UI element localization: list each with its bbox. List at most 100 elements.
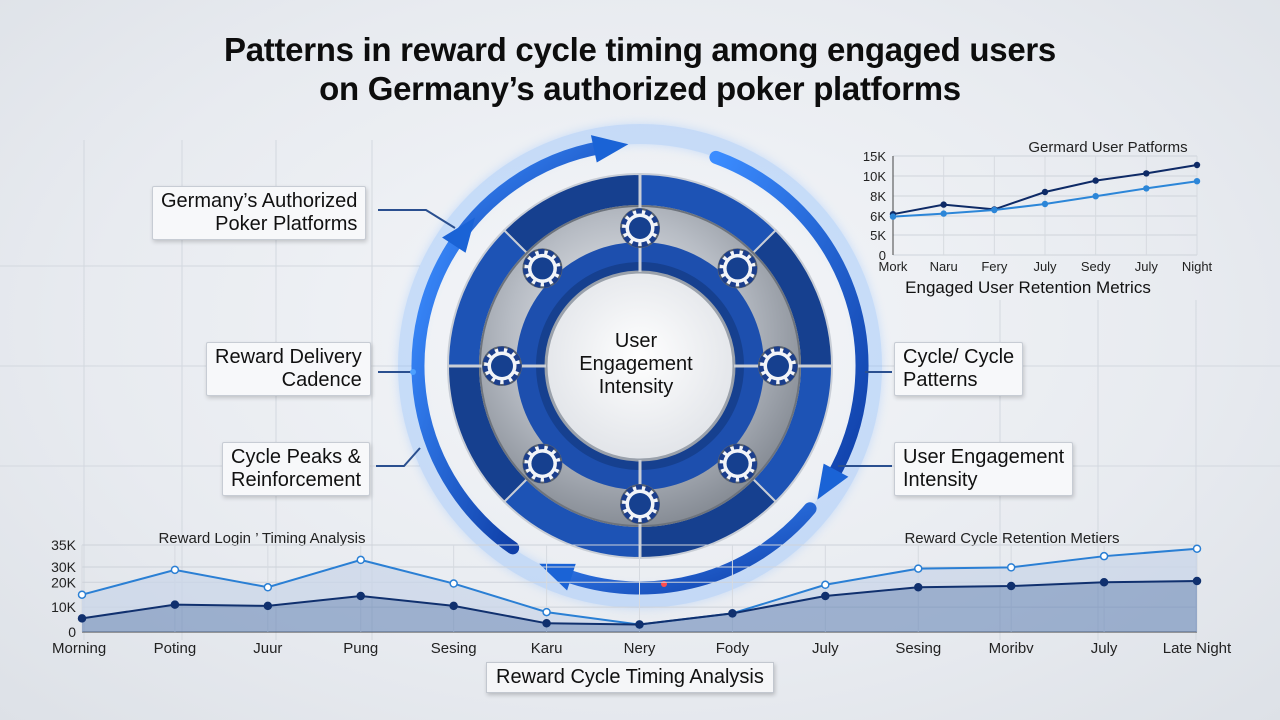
page-title-line-1: Patterns in reward cycle timing among en… xyxy=(224,31,1056,68)
bottom-chart-x-tick: Karu xyxy=(531,640,563,657)
bottom-chart-x-tick: July xyxy=(1091,640,1118,657)
bottom-chart-point xyxy=(170,565,180,575)
bottom-chart-point xyxy=(914,583,923,592)
top-chart-x-tick: Fery xyxy=(981,259,1008,274)
poker-chip-icon xyxy=(620,208,660,248)
bottom-chart-x-tick: Juur xyxy=(253,640,282,657)
bottom-chart-point xyxy=(356,591,365,601)
label-reward-delivery-cadence: Reward Delivery Cadence xyxy=(206,342,371,396)
bottom-chart-point xyxy=(356,555,365,565)
bottom-chart-y-tick: 30K xyxy=(51,559,77,575)
top-chart-point xyxy=(940,201,947,208)
cycle-arrow-head-1 xyxy=(817,463,849,500)
poker-chip-icon xyxy=(758,346,798,386)
top-chart-xlabel: Engaged User Retention Metrics xyxy=(905,278,1151,297)
bottom-chart-x-tick: July xyxy=(812,640,839,657)
bottom-chart-point xyxy=(914,564,923,573)
top-chart-point xyxy=(1143,185,1150,192)
top-chart-x-tick: July xyxy=(1033,259,1057,274)
label-cycle-peaks-line-1: Cycle Peaks & xyxy=(231,446,362,468)
bottom-chart-lower-area xyxy=(82,581,1197,632)
connector-lines xyxy=(376,209,892,467)
bottom-chart-title-right: Reward Cycle Retention Metiers xyxy=(904,530,1119,547)
bottom-chart-y-tick: 35K xyxy=(51,537,77,553)
center-label-line-1: User xyxy=(615,330,658,352)
bottom-chart-x-tick: Moribv xyxy=(989,640,1035,657)
cycle-arrow-head-0 xyxy=(590,135,629,163)
bottom-chart-x-tick: Late Night xyxy=(1163,640,1232,657)
bottom-chart-x-tick: Pung xyxy=(343,640,378,657)
top-chart-point xyxy=(1041,188,1049,196)
label-reward-delivery-line-2: Cadence xyxy=(281,369,362,391)
connector-dot xyxy=(410,369,416,375)
bottom-chart-point xyxy=(170,600,180,609)
cycle-arrow-head-2 xyxy=(539,563,576,591)
top-chart-y-tick: 0 xyxy=(879,248,886,263)
top-chart-point xyxy=(991,206,998,214)
bottom-chart-point xyxy=(1006,563,1016,572)
top-chart-x-tick: Sedy xyxy=(1081,259,1111,274)
bottom-chart-point xyxy=(263,583,273,592)
bottom-chart-band-area xyxy=(82,548,1197,625)
poker-chip-icon xyxy=(620,484,660,524)
label-authorized-platforms: Germany’s Authorized Poker Platforms xyxy=(152,186,367,240)
poker-chip-icon xyxy=(717,248,758,289)
top-chart-point xyxy=(1041,200,1049,208)
label-cycle-patterns-line-2: Patterns xyxy=(903,369,978,391)
bottom-chart-point xyxy=(542,619,551,628)
center-label-line-2: Engagement xyxy=(579,353,693,375)
top-chart-point xyxy=(1193,178,1201,185)
label-authorized-platforms-line-1: Germany’s Authorized xyxy=(161,190,358,212)
bottom-chart-x-tick: Sesing xyxy=(895,640,941,657)
cycle-arrow-arc-3 xyxy=(411,232,520,555)
top-chart-point xyxy=(1193,161,1201,169)
label-reward-delivery-line-1: Reward Delivery xyxy=(215,346,362,368)
bottom-chart-point xyxy=(1192,576,1202,586)
top-chart-x-tick: July xyxy=(1135,259,1159,274)
top-chart-grid xyxy=(892,155,1198,256)
top-chart-point xyxy=(1143,170,1150,177)
bottom-chart-point xyxy=(449,601,458,611)
top-chart-y-tick: 6K xyxy=(870,209,886,224)
label-cycle-patterns-line-1: Cycle/ Cycle xyxy=(903,346,1015,368)
top-chart-title: Germard User Patforms xyxy=(1028,139,1187,156)
bottom-chart-x-tick: Sesing xyxy=(431,640,477,657)
bottom-chart-y-tick: 10K xyxy=(51,599,77,615)
poker-chip-icon xyxy=(522,443,563,484)
bottom-chart-point xyxy=(77,614,87,623)
center-label-line-3: Intensity xyxy=(599,376,673,398)
bottom-chart-point xyxy=(1099,551,1109,561)
top-chart-y-tick: 5K xyxy=(870,228,886,243)
poker-chip-icon xyxy=(717,443,758,484)
label-user-engagement-line-1: User Engagement xyxy=(903,446,1065,468)
bottom-chart-y-tick: 0 xyxy=(68,624,76,640)
bottom-chart-point xyxy=(77,590,87,599)
bottom-chart-point xyxy=(821,580,830,590)
bottom-chart-x-tick: Fody xyxy=(716,640,750,657)
outer-cycle-arrows xyxy=(411,135,869,595)
cycle-arrow-arc-2 xyxy=(557,502,817,595)
bottom-chart-point xyxy=(1006,581,1016,591)
label-cycle-patterns: Cycle/ Cycle Patterns xyxy=(894,342,1024,396)
bottom-chart-x-tick: Morning xyxy=(52,640,106,657)
label-cycle-peaks: Cycle Peaks & Reinforcement xyxy=(222,442,371,496)
cycle-arrow-head-3 xyxy=(442,217,476,253)
poker-chip-icon xyxy=(522,248,563,289)
bottom-chart-point xyxy=(449,579,458,588)
top-chart-y-tick: 15K xyxy=(863,149,886,164)
bottom-chart-point xyxy=(635,620,644,629)
top-chart-series xyxy=(889,161,1201,220)
top-chart-point xyxy=(940,210,947,217)
bottom-chart-x-tick: Nery xyxy=(624,640,656,657)
cycle-arrow-arc-1 xyxy=(709,150,869,484)
bottom-chart-point xyxy=(821,591,830,601)
poker-chips xyxy=(482,208,798,524)
label-cycle-peaks-line-2: Reinforcement xyxy=(231,469,362,491)
top-chart-y-tick: 10K xyxy=(863,169,886,184)
bottom-chart-point xyxy=(542,607,551,617)
